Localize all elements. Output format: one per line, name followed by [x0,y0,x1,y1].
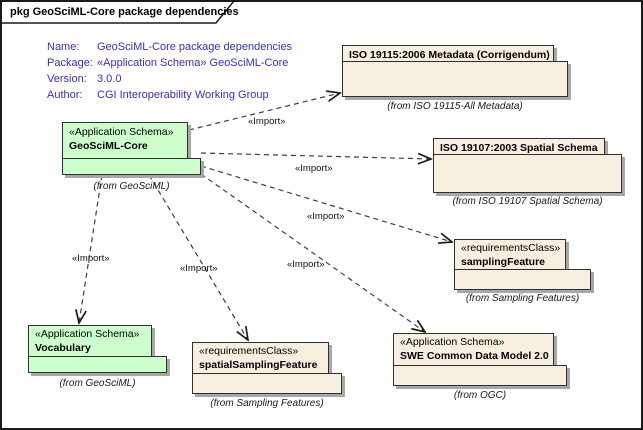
package-name-compartment[interactable]: ISO 19115:2006 Metadata (Corrigendum) [342,45,554,62]
metadata-label: Version: [47,73,87,85]
package-body[interactable] [454,269,591,290]
import-connector-spatialsamplingfeature[interactable] [148,174,248,340]
package-from-label: (from GeoSciML) [93,181,170,192]
import-connector-iso19107[interactable] [200,152,431,159]
metadata-row: Author: CGI Interoperability Working Grou… [47,87,292,103]
metadata-label: Name: [47,41,80,53]
package-from-label: (from ISO 19107 Spatial Schema) [452,196,603,207]
package-from-label: (from GeoSciML) [59,378,136,389]
package-body[interactable] [393,365,567,386]
package-name-compartment[interactable]: «requirementsClass» samplingFeature [454,239,566,270]
package-body[interactable] [28,356,167,373]
package-name-compartment[interactable]: «Application Schema» Vocabulary [28,325,152,357]
metadata-value: «Application Schema» GeoSciML-Core [97,57,289,69]
package-from-label: (from OGC) [453,390,507,401]
import-connector-iso19115[interactable] [188,93,340,131]
package-name: spatialSamplingFeature [199,359,318,371]
package-name: SWE Common Data Model 2.0 [400,350,549,362]
import-connector-samplingfeature[interactable] [200,165,452,242]
import-label-vocabulary[interactable]: «Import» [72,253,110,264]
package-body[interactable] [192,373,342,394]
import-label-iso19107[interactable]: «Import» [295,163,333,174]
import-label-samplingfeature[interactable]: «Import» [307,211,345,222]
package-stereotype: «Application Schema» [400,336,505,348]
metadata-row: Version: 3.0.0 [47,71,292,87]
diagram-title: pkg GeoSciML-Core package dependencies [10,6,239,18]
metadata-label: Package: [47,57,93,69]
metadata-row: Package: «Application Schema» GeoSciML-Co… [47,55,292,71]
import-label-swe[interactable]: «Import» [287,259,325,270]
package-stereotype: «requirementsClass» [199,345,299,357]
package-stereotype: «Application Schema» [35,328,140,340]
package-name: Vocabulary [35,342,91,354]
metadata-value: 3.0.0 [97,73,122,85]
package-name: samplingFeature [461,256,546,268]
package-name: ISO 19107:2003 Spatial Schema [440,142,598,154]
package-from-label: (from Sampling Features) [465,293,580,304]
metadata-value: CGI Interoperability Working Group [97,89,269,101]
metadata-value: GeoSciML-Core package dependencies [97,41,293,53]
import-label-spatialsamplingfeature[interactable]: «Import» [180,263,218,274]
package-name: ISO 19115:2006 Metadata (Corrigendum) [349,49,550,61]
package-name-compartment[interactable]: «requirementsClass» spatialSamplingFeatu… [192,342,329,374]
import-label-iso19115[interactable]: «Import» [248,116,286,127]
package-body[interactable] [62,158,201,175]
metadata-label: Author: [47,89,83,101]
package-name-compartment[interactable]: ISO 19107:2003 Spatial Schema [433,138,605,155]
diagram-metadata-note: Name:GeoSciML-Core package dependencies … [47,39,292,103]
package-stereotype: «requirementsClass» [461,242,561,254]
package-name: GeoSciML-Core [69,140,148,152]
diagram-frame-tab [2,2,235,24]
package-name-compartment[interactable]: «Application Schema» GeoSciML-Core [62,122,188,159]
import-connector-vocabulary[interactable] [79,174,103,323]
package-stereotype: «Application Schema» [69,126,174,138]
import-connector-swe[interactable] [200,173,425,332]
package-body[interactable] [433,154,622,193]
metadata-row: Name: GeoSciML-Core package dependencies [47,39,292,55]
package-from-label: (from Sampling Features) [210,398,324,409]
package-body[interactable] [342,61,568,97]
package-name-compartment[interactable]: «Application Schema» SWE Common Data Mod… [393,333,554,366]
package-from-label: (from ISO 19115-All Metadata) [387,101,523,112]
